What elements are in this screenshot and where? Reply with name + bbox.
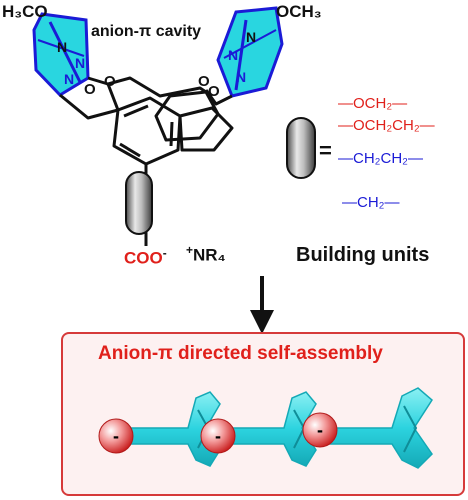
linker-item: —OCH₂CH₂— <box>338 117 435 134</box>
right-triazine-ring <box>216 6 284 98</box>
spacer-cylinder-molecule <box>125 171 153 235</box>
nitrogen-label: N <box>236 69 247 85</box>
linker-item: —CH₂CH₂— <box>338 150 423 167</box>
equals-sign: = <box>319 138 332 163</box>
building-units-label: Building units <box>296 244 430 266</box>
nitrogen-label: N <box>228 47 239 63</box>
oxygen-label: O <box>198 73 210 90</box>
macrocycle-skeleton <box>59 76 234 246</box>
down-arrow <box>250 276 274 334</box>
nitrogen-label: N <box>64 71 75 87</box>
anion-charge: - <box>215 426 221 446</box>
nitrogen-label: N <box>57 39 68 55</box>
oxygen-label: O <box>208 83 220 100</box>
assembly-unit <box>329 387 433 469</box>
oxygen-label: O <box>84 81 96 98</box>
assembly-chain: - - - <box>98 387 433 469</box>
oxygen-label: O <box>104 73 116 90</box>
anion-ball <box>200 418 236 454</box>
cavity-label: anion-π cavity <box>91 23 202 40</box>
counterion-label: +NR₄ <box>186 243 226 265</box>
anion-charge: - <box>113 426 119 446</box>
assembly-title: Anion-π directed self-assembly <box>98 343 383 364</box>
methoxy-right-label: OCH₃ <box>276 2 322 21</box>
nitrogen-label: N <box>246 29 257 45</box>
carboxylate-label: COO- <box>124 246 167 268</box>
anion-charge: - <box>317 420 323 440</box>
nitrogen-label: N <box>75 55 86 71</box>
anion-ball <box>302 412 338 448</box>
anion-ball <box>98 418 134 454</box>
assembly-box <box>61 332 465 496</box>
linker-item: —OCH₂— <box>338 95 408 112</box>
linker-item: —CH₂— <box>342 194 400 211</box>
spacer-cylinder-legend <box>286 117 316 179</box>
methoxy-left-label: H₃CO <box>2 2 48 21</box>
